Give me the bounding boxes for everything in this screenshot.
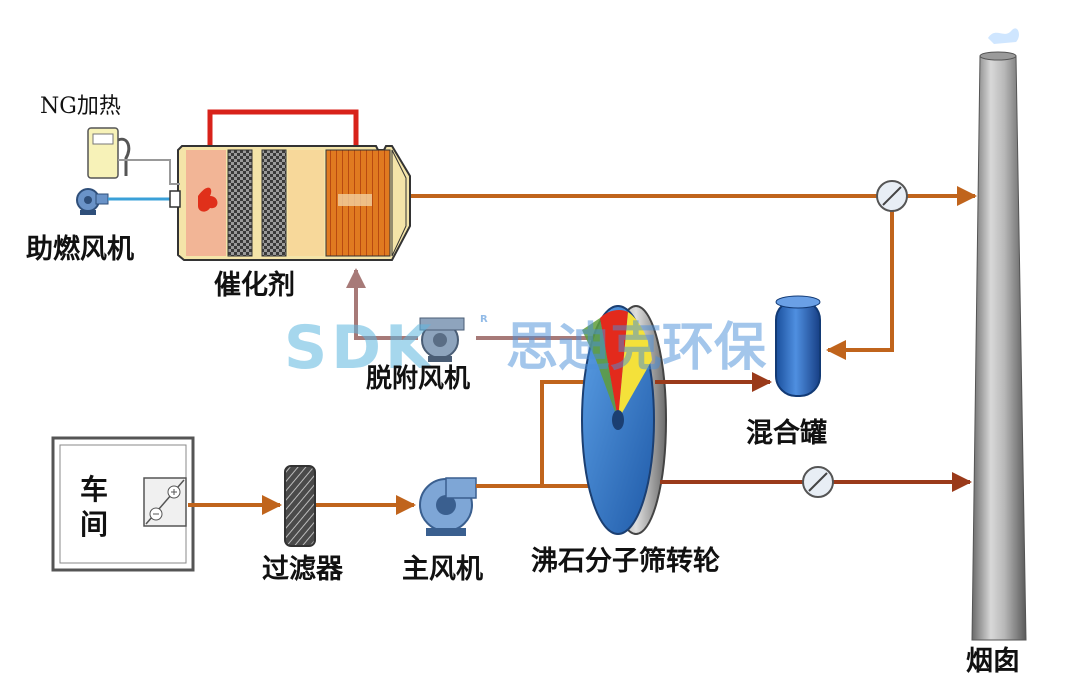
upper-valve bbox=[876, 180, 908, 212]
main-fan bbox=[419, 477, 477, 536]
filter bbox=[284, 465, 316, 547]
watermark-company: 思迪克环保 bbox=[506, 318, 767, 378]
desorption-return-pipe bbox=[346, 268, 418, 340]
chimney bbox=[971, 28, 1027, 641]
workshop bbox=[51, 436, 195, 572]
mixing-tank bbox=[775, 295, 821, 397]
label-zeolite-rotor: 沸石分子筛转轮 bbox=[531, 546, 720, 577]
label-filter: 过滤器 bbox=[262, 554, 343, 585]
cooling-zone bbox=[618, 312, 652, 420]
ng-fuel-pump bbox=[87, 127, 180, 185]
catalyst-bed-2 bbox=[261, 149, 287, 257]
combustion-fan bbox=[76, 188, 181, 215]
desorption-fan bbox=[419, 317, 465, 362]
label-workshop: 车间 bbox=[80, 473, 109, 541]
chamber-light bbox=[288, 150, 324, 256]
flame-icon bbox=[198, 187, 218, 212]
lower-valve bbox=[802, 466, 834, 498]
watermark-logo: SDK bbox=[284, 313, 436, 383]
label-desorption-fan: 脱附风机 bbox=[366, 364, 471, 394]
catalytic-oxidizer bbox=[177, 145, 411, 261]
zeolite-rotor bbox=[581, 305, 667, 535]
catalyst-bed-1 bbox=[227, 149, 253, 257]
desorption-zone bbox=[600, 310, 628, 420]
label-chimney: 烟囱 bbox=[966, 646, 1020, 677]
label-ng-heating: NG加热 bbox=[40, 94, 121, 119]
filter-icon bbox=[284, 465, 316, 547]
label-main-fan: 主风机 bbox=[402, 554, 483, 585]
label-mixing-tank: 混合罐 bbox=[746, 418, 827, 449]
recirculation-loop bbox=[207, 109, 359, 150]
smoke-plume bbox=[988, 28, 1019, 44]
watermark-registered: R bbox=[480, 314, 488, 325]
tank-feed-pipe bbox=[826, 198, 894, 360]
label-catalyst: 催化剂 bbox=[214, 270, 295, 301]
label-combustion-fan: 助燃风机 bbox=[26, 234, 134, 265]
tank-icon bbox=[775, 299, 821, 397]
chimney-icon bbox=[971, 55, 1027, 641]
